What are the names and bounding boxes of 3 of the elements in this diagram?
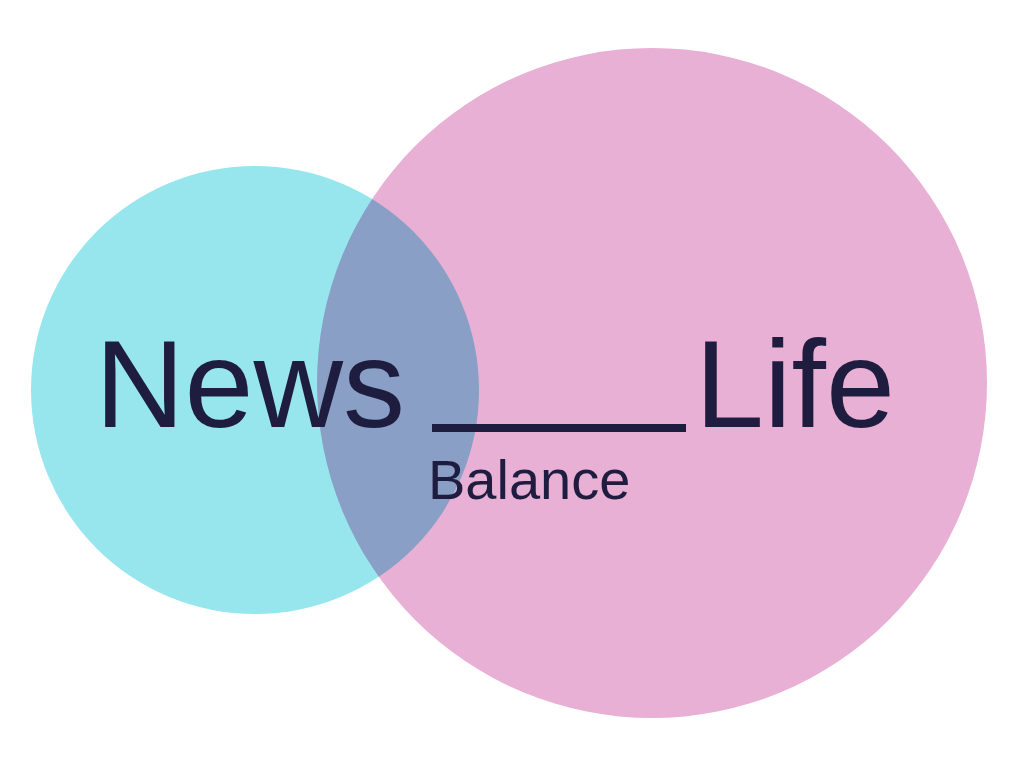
caption-word: Balance	[428, 452, 631, 508]
word-label: News	[95, 322, 406, 446]
word-label: Life	[695, 322, 895, 446]
